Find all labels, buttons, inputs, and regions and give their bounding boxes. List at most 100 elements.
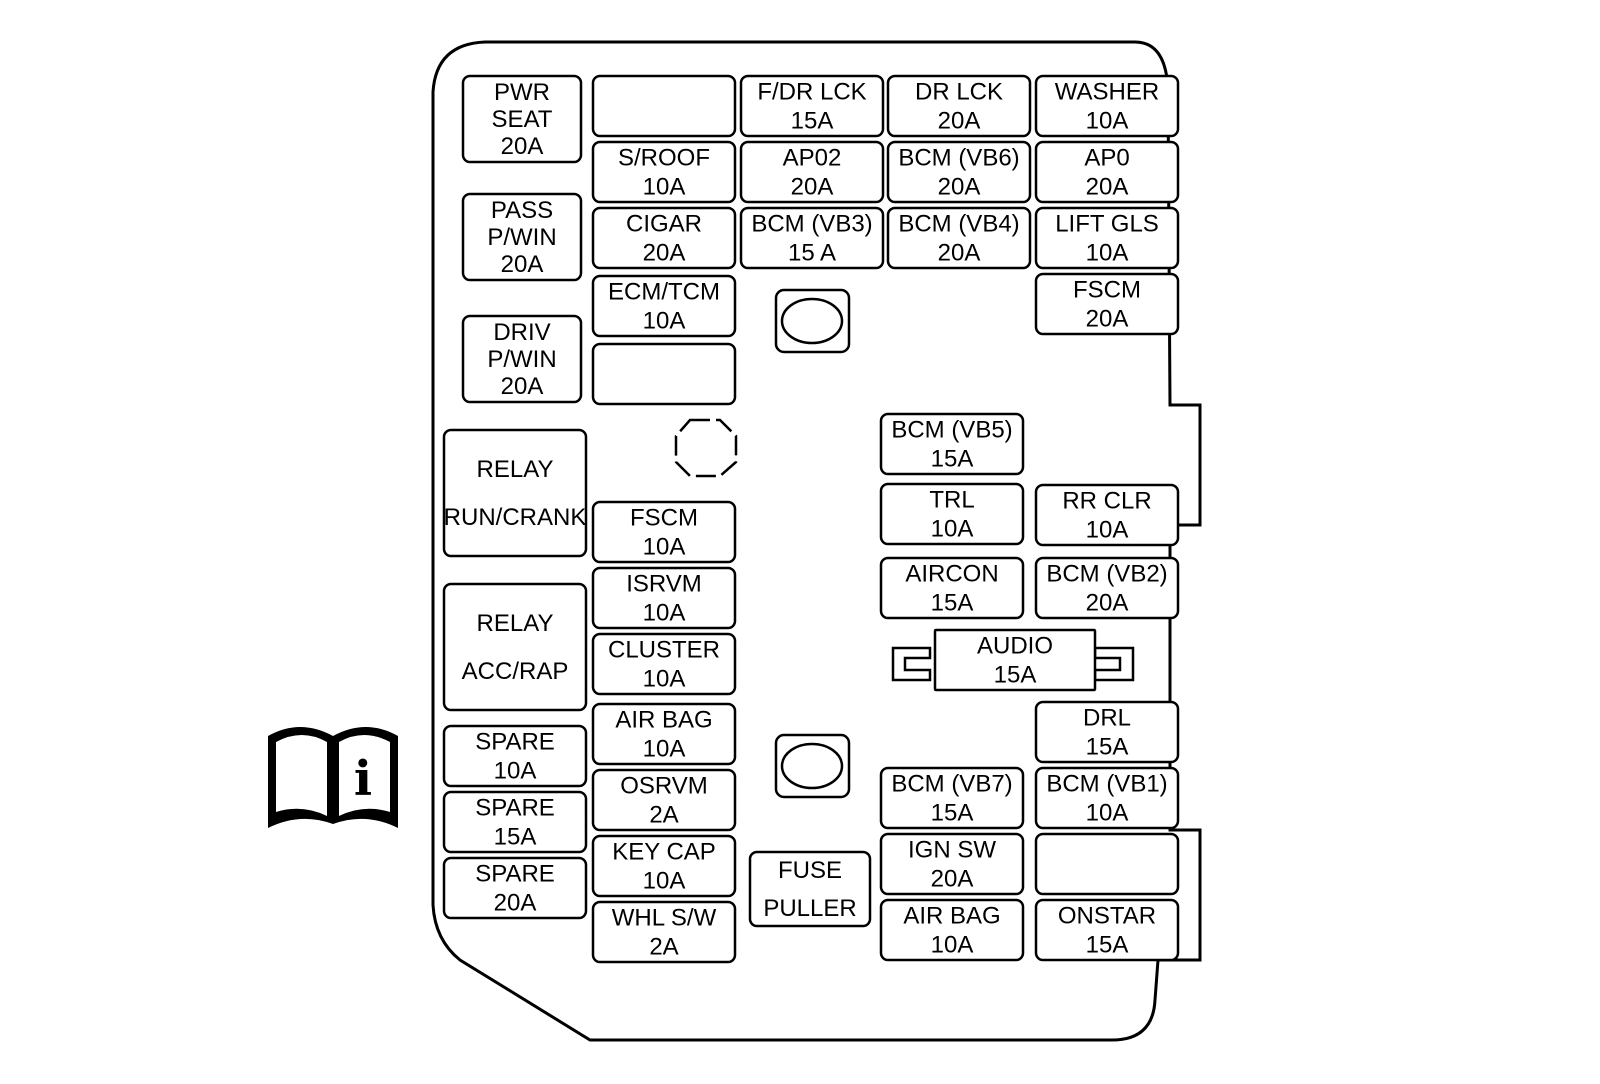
info-glyph: i [354,751,372,807]
fuse-label-line: BCM (VB3) [751,211,872,238]
fuse-label-line: PASS [491,197,553,224]
fuse-label-line: 10A [1086,240,1129,267]
fuse-slot-outline [442,582,588,712]
audio-left-tab [891,646,932,682]
fuse-label-line: AP02 [783,145,842,172]
fuse-label-line: WHL S/W [612,905,717,932]
fuse-empty-right [1034,832,1180,896]
fuse-label-line: 20A [1086,174,1129,201]
mounting-hole-top [774,288,851,354]
fuse-label-line: PWR [494,79,550,106]
fuse-slot-outline [1034,206,1180,270]
fuse-label-line: CIGAR [626,211,702,238]
fuse-label-line: WASHER [1055,79,1159,106]
fuse-bcm-vb3: BCM (VB3)15 A [739,206,885,270]
fuse-label-line: 10A [643,600,686,627]
fuse-slot-outline [879,766,1025,830]
fuse-slot-outline [591,274,737,338]
fuse-slot-outline [461,314,583,404]
fuse-slot-outline [1034,74,1180,138]
fuse-label-line: FUSE [778,857,842,884]
fuse-slot-outline [442,724,588,788]
fuse-bcm-vb6: BCM (VB6)20A [886,140,1032,204]
fuse-label-line: TRL [929,487,974,514]
fuse-label-line: 20A [494,890,537,917]
fuse-label-line: 20A [938,174,981,201]
fuse-label-line: S/ROOF [618,145,710,172]
fuse-label-line: 10A [643,666,686,693]
fuse-slot-outline [739,74,885,138]
fuse-slot-outline [591,768,737,832]
fuse-label-line: BCM (VB6) [898,145,1019,172]
fuse-label-line: 10A [643,534,686,561]
fuse-label-line: 10A [931,516,974,543]
fuse-slot-outline [591,834,737,898]
mounting-hole-bottom [774,733,851,799]
fuse-label-line: RELAY [477,610,554,637]
fuse-label-line: 10A [643,308,686,335]
fuse-label-line: 10A [643,736,686,763]
fuse-slot-outline [442,790,588,854]
fuse-label-line: 15A [931,446,974,473]
fuse-label-line: SPARE [475,795,555,822]
fuse-label-line: ISRVM [626,571,702,598]
fuse-slot-outline [879,898,1025,962]
fuse-label-line: 2A [649,802,678,829]
fuse-label-line: AIR BAG [615,707,712,734]
fuse-label-line: 20A [938,240,981,267]
fuse-label-line: RUN/CRANK [444,504,587,531]
fuse-label-line: 20A [1086,590,1129,617]
fuse-label-line: FSCM [630,505,698,532]
fuse-label-line: ECM/TCM [608,279,720,306]
fuse-slot-outline [1034,140,1180,204]
fuse-slot-outline [1034,832,1180,896]
fuse-label-line: 15A [1086,932,1129,959]
fuse-label-line: 10A [1086,517,1129,544]
fuse-slot-outline [591,900,737,964]
fuse-label-line: 15A [494,824,537,851]
fuse-label-line: P/WIN [487,346,556,373]
fuse-label-line: CLUSTER [608,637,720,664]
fuse-slot-outline [933,628,1097,692]
fuse-label-line: PULLER [763,895,856,922]
fuse-label-line: SPARE [475,861,555,888]
fuse-label-line: 10A [1086,108,1129,135]
fuse-slot-outline [591,500,737,564]
fuse-label-line: 10A [1086,800,1129,827]
fuse-slot-outline [879,832,1025,896]
fuse-label-line: DRIV [493,319,550,346]
fuse-slot-outline [591,342,737,406]
fuse-slot-outline [879,412,1025,476]
fuse-label-line: P/WIN [487,224,556,251]
fuse-slot-outline [886,140,1032,204]
fuse-label-line: 10A [494,758,537,785]
fuse-label-line: 10A [931,932,974,959]
fuse-slot-outline [442,856,588,920]
fuse-label-line: RR CLR [1062,488,1151,515]
fuse-slot-outline [591,632,737,696]
fuse-slot-outline [1034,272,1180,336]
fuse-label-line: BCM (VB5) [891,417,1012,444]
fuse-label-line: 20A [501,373,544,400]
fuse-bcm-vb7: BCM (VB7)15A [879,766,1025,830]
fuse-fuse-puller: FUSE PULLER [748,850,872,928]
fuse-label-line: 15 A [788,240,836,267]
fuse-label-line: OSRVM [620,773,708,800]
